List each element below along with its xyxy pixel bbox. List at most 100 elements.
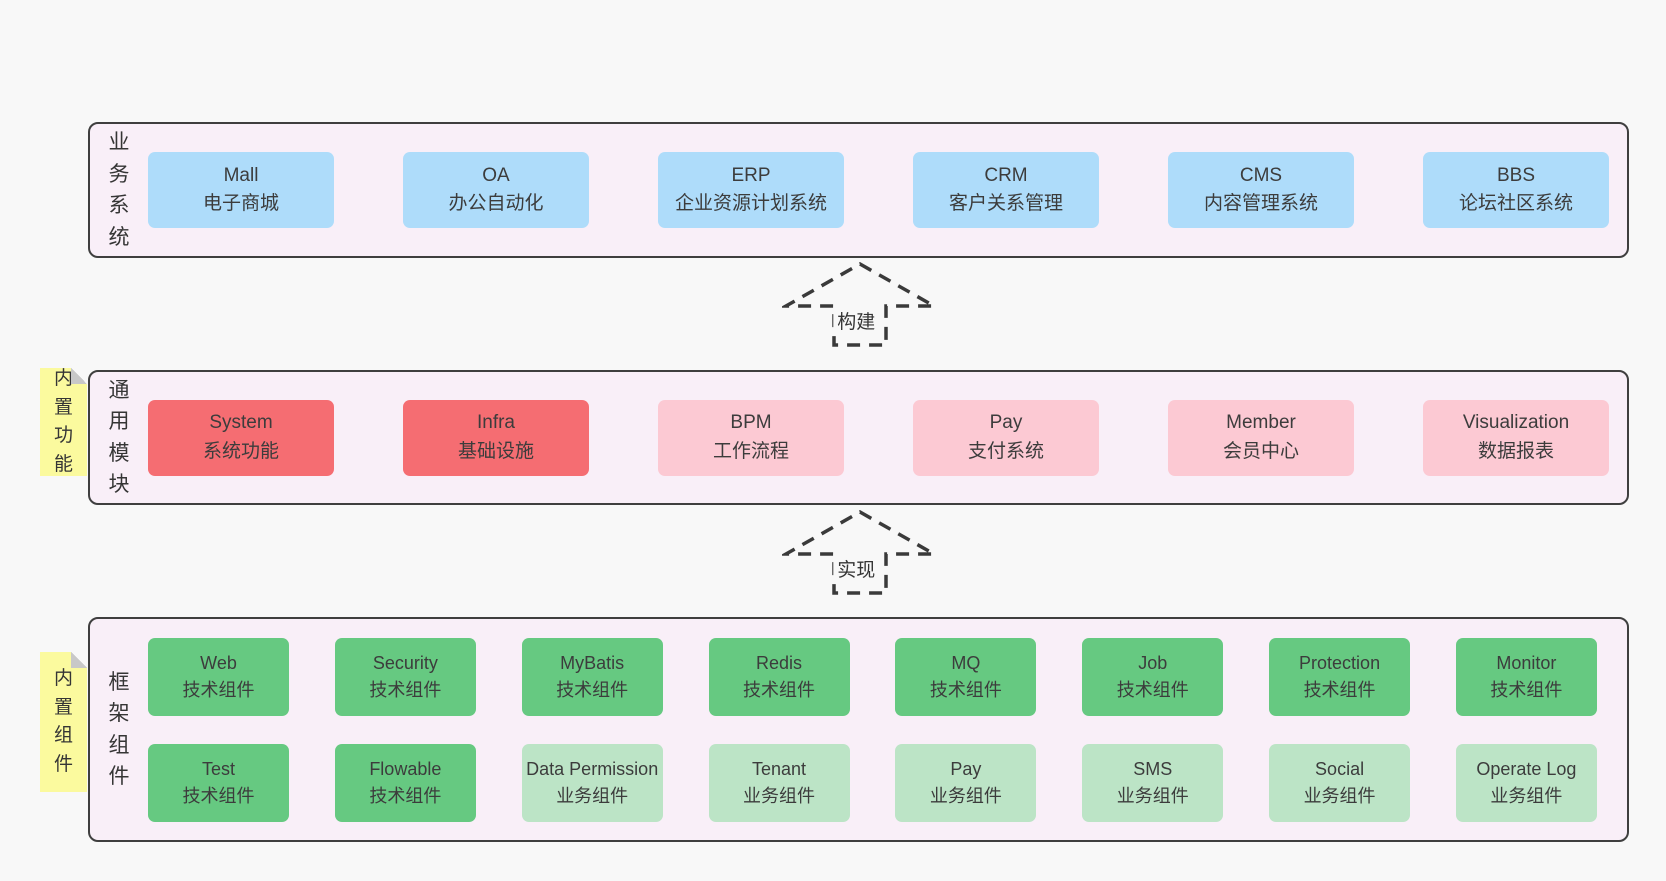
build-arrow-label: 构建 — [833, 306, 880, 335]
box-subtitle: 基础设施 — [457, 440, 534, 462]
folded-corner-icon — [71, 368, 87, 384]
box-subtitle: 业务组件 — [1490, 785, 1563, 806]
box-title: Member — [1226, 412, 1296, 433]
module-box-infra: Infra 基础设施 — [403, 399, 589, 476]
box-subtitle: 业务组件 — [556, 785, 629, 806]
system-box-erp: ERP 企业资源计划系统 — [658, 152, 844, 228]
note-text: 内置功能 — [53, 368, 73, 475]
implement-arrow: 实现 — [782, 508, 938, 598]
band-common-modules: 通用模块 System 系统功能 Infra 基础设施 BPM 工作流程 Pay… — [88, 370, 1629, 505]
box-title: Monitor — [1496, 653, 1557, 674]
box-title: Operate Log — [1476, 759, 1577, 780]
box-title: Web — [200, 653, 237, 674]
box-subtitle: 技术组件 — [182, 679, 255, 700]
box-title: OA — [482, 164, 510, 186]
component-box-redis: Redis 技术组件 — [708, 637, 850, 716]
box-subtitle: 技术组件 — [369, 785, 442, 806]
sticky-note-built-in-components: 内置组件 — [40, 652, 87, 792]
band-framework-label: 框架组件 — [90, 619, 148, 840]
box-title: Data Permission — [526, 759, 659, 780]
box-title: SMS — [1133, 759, 1173, 780]
component-box-mq: MQ 技术组件 — [895, 637, 1037, 716]
box-subtitle: 系统功能 — [202, 440, 279, 462]
box-subtitle: 业务组件 — [1303, 785, 1376, 806]
module-box-pay: Pay 支付系统 — [913, 399, 1099, 476]
component-box-pay: Pay 业务组件 — [895, 743, 1037, 822]
box-subtitle: 技术组件 — [743, 679, 816, 700]
box-subtitle: 技术组件 — [1303, 679, 1376, 700]
box-title: Job — [1138, 653, 1168, 674]
component-box-test: Test 技术组件 — [148, 743, 289, 822]
box-subtitle: 内容管理系统 — [1203, 193, 1318, 214]
box-title: Test — [201, 759, 235, 780]
box-subtitle: 技术组件 — [929, 679, 1002, 700]
component-box-tenant: Tenant 业务组件 — [708, 743, 850, 822]
box-subtitle: 论坛社区系统 — [1458, 193, 1573, 214]
box-title: Infra — [476, 412, 516, 433]
component-box-mybatis: MyBatis 技术组件 — [521, 637, 663, 716]
box-subtitle: 支付系统 — [967, 440, 1044, 462]
up-arrow-icon — [782, 261, 938, 347]
folded-corner-icon — [71, 652, 87, 668]
module-box-member: Member 会员中心 — [1168, 399, 1354, 476]
module-box-system: System 系统功能 — [148, 399, 334, 476]
box-subtitle: 电子商城 — [202, 193, 279, 214]
box-title: Pay — [989, 412, 1023, 433]
component-box-protection: Protection 技术组件 — [1269, 637, 1411, 716]
system-box-mall: Mall 电子商城 — [148, 152, 334, 228]
box-title: Protection — [1299, 653, 1381, 674]
box-title: CRM — [984, 164, 1028, 186]
build-arrow: 构建 — [782, 260, 938, 350]
component-box-social: Social 业务组件 — [1269, 743, 1411, 822]
box-title: Visualization — [1462, 412, 1570, 433]
band-framework-components: 框架组件 Web 技术组件 Security 技术组件 MyBatis 技术组件… — [88, 617, 1629, 842]
sticky-note-built-in-features: 内置功能 — [40, 368, 87, 476]
box-subtitle: 技术组件 — [182, 785, 255, 806]
band-label-text: 框架组件 — [108, 670, 130, 789]
framework-row-2: Test 技术组件 Flowable 技术组件 Data Permission … — [148, 743, 1597, 822]
band-framework-content: Web 技术组件 Security 技术组件 MyBatis 技术组件 Redi… — [148, 619, 1627, 840]
box-title: BPM — [730, 412, 772, 433]
component-box-security: Security 技术组件 — [334, 637, 476, 716]
box-title: Mall — [223, 164, 259, 186]
band-label-text: 通用模块 — [108, 378, 130, 497]
framework-row-1: Web 技术组件 Security 技术组件 MyBatis 技术组件 Redi… — [148, 637, 1597, 716]
system-box-oa: OA 办公自动化 — [403, 152, 589, 228]
component-box-job: Job 技术组件 — [1082, 637, 1224, 716]
box-title: System — [209, 412, 273, 433]
system-box-crm: CRM 客户关系管理 — [913, 152, 1099, 228]
band-modules-content: System 系统功能 Infra 基础设施 BPM 工作流程 Pay 支付系统… — [148, 372, 1627, 503]
box-subtitle: 客户关系管理 — [948, 193, 1063, 214]
component-box-sms: SMS 业务组件 — [1082, 743, 1224, 822]
module-box-bpm: BPM 工作流程 — [658, 399, 844, 476]
box-subtitle: 业务组件 — [1116, 785, 1189, 806]
box-subtitle: 技术组件 — [556, 679, 629, 700]
box-title: ERP — [731, 164, 771, 186]
band-business-label: 业务系统 — [90, 124, 148, 256]
system-box-cms: CMS 内容管理系统 — [1168, 152, 1354, 228]
box-subtitle: 技术组件 — [1490, 679, 1563, 700]
module-box-visualization: Visualization 数据报表 — [1423, 399, 1609, 476]
box-title: Security — [372, 653, 438, 674]
box-title: Social — [1315, 759, 1365, 780]
component-box-web: Web 技术组件 — [148, 637, 289, 716]
box-subtitle: 技术组件 — [1116, 679, 1189, 700]
box-title: CMS — [1239, 164, 1283, 186]
component-box-operate-log: Operate Log 业务组件 — [1455, 743, 1597, 822]
box-title: MQ — [951, 653, 981, 674]
component-box-monitor: Monitor 技术组件 — [1455, 637, 1597, 716]
component-box-flowable: Flowable 技术组件 — [334, 743, 476, 822]
box-subtitle: 会员中心 — [1222, 440, 1299, 462]
box-title: Redis — [756, 653, 803, 674]
box-title: Flowable — [369, 759, 442, 780]
band-business-content: Mall 电子商城 OA 办公自动化 ERP 企业资源计划系统 CRM 客户关系… — [148, 124, 1627, 256]
box-title: Pay — [950, 759, 982, 780]
box-subtitle: 企业资源计划系统 — [674, 193, 827, 214]
band-modules-label: 通用模块 — [90, 372, 148, 503]
component-box-data-permission: Data Permission 业务组件 — [521, 743, 663, 822]
up-arrow-icon — [782, 509, 938, 595]
box-subtitle: 技术组件 — [369, 679, 442, 700]
band-business-systems: 业务系统 Mall 电子商城 OA 办公自动化 ERP 企业资源计划系统 CRM… — [88, 122, 1629, 258]
box-subtitle: 数据报表 — [1477, 440, 1554, 462]
system-box-bbs: BBS 论坛社区系统 — [1423, 152, 1609, 228]
